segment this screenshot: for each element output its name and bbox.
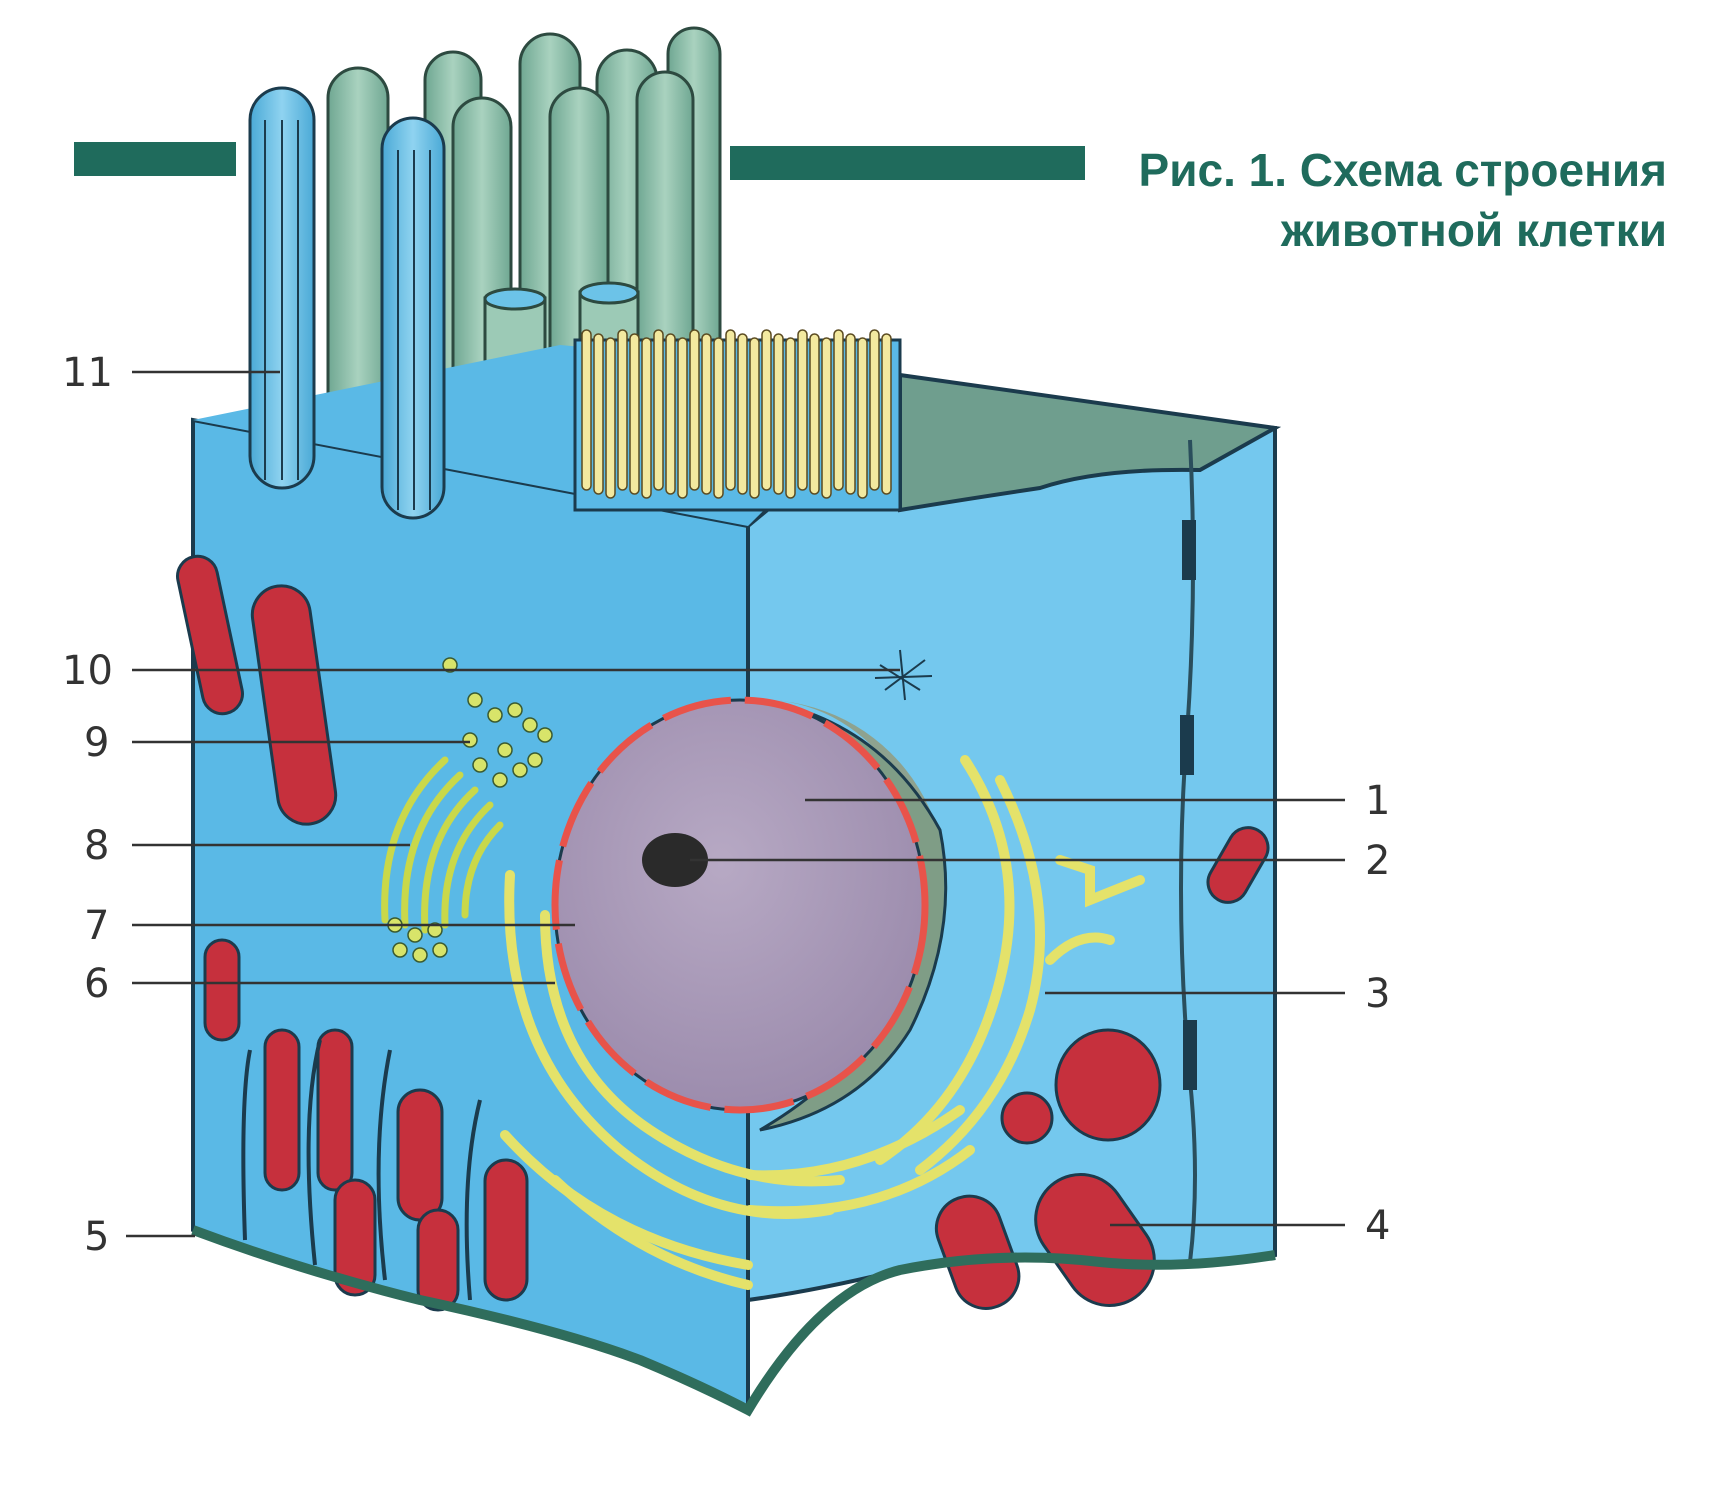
brush-border-villus bbox=[845, 333, 856, 495]
caption-line-1: Рис. 1. Схема строения bbox=[1138, 144, 1667, 196]
brush-border-villus bbox=[593, 333, 604, 495]
brush-border-villus bbox=[809, 333, 820, 495]
brush-border bbox=[573, 329, 902, 512]
label-3: 3 bbox=[1365, 971, 1390, 1017]
brush-border-villus bbox=[701, 333, 712, 495]
brush-border-villus bbox=[785, 337, 796, 499]
brush-border-villus bbox=[605, 337, 616, 499]
brush-border-villus bbox=[833, 329, 844, 491]
brush-border-villus bbox=[857, 337, 868, 499]
brush-border-villus bbox=[629, 333, 640, 495]
brush-border-villus bbox=[653, 329, 664, 491]
desmosome-1 bbox=[1182, 520, 1196, 580]
brush-border-villus bbox=[689, 329, 700, 491]
vesicle bbox=[492, 772, 508, 788]
brush-border-villus bbox=[821, 337, 832, 499]
vesicle bbox=[467, 692, 483, 708]
vesicle bbox=[412, 947, 428, 963]
label-8: 8 bbox=[84, 823, 109, 869]
vesicle bbox=[442, 657, 458, 673]
label-2: 2 bbox=[1365, 838, 1390, 884]
rough-er bbox=[500, 755, 1145, 1290]
brush-border-villus bbox=[761, 329, 772, 491]
brush-border-villus bbox=[641, 337, 652, 499]
basement-membrane bbox=[191, 1225, 1276, 1417]
label-11: 11 bbox=[62, 350, 113, 396]
brush-border-villus bbox=[713, 337, 724, 499]
nucleus bbox=[551, 696, 948, 1132]
nuclear-envelope bbox=[551, 696, 929, 1114]
vesicle bbox=[497, 742, 513, 758]
brush-border-villus bbox=[881, 333, 892, 495]
cell-top-face bbox=[898, 372, 1282, 513]
label-10: 10 bbox=[62, 648, 113, 694]
golgi-apparatus bbox=[381, 756, 504, 934]
vesicle bbox=[507, 702, 523, 718]
caption-bar-right bbox=[730, 146, 1085, 180]
vesicle bbox=[427, 922, 443, 938]
microvilli-front bbox=[248, 86, 446, 520]
label-5: 5 bbox=[84, 1214, 109, 1260]
brush-border-villus bbox=[773, 333, 784, 495]
vesicle bbox=[537, 727, 553, 743]
vesicle bbox=[522, 717, 538, 733]
caption-line-2: животной клетки bbox=[1281, 204, 1667, 256]
brush-border-villus bbox=[749, 337, 760, 499]
vesicle bbox=[472, 757, 488, 773]
caption-bar-left bbox=[74, 142, 236, 176]
brush-border-villus bbox=[581, 329, 592, 491]
label-7: 7 bbox=[84, 903, 109, 949]
label-4: 4 bbox=[1365, 1203, 1390, 1249]
label-9: 9 bbox=[84, 720, 109, 766]
cell-junction-line bbox=[1179, 439, 1197, 1263]
leader-lines bbox=[126, 370, 1345, 1238]
figure-caption: Рис. 1. Схема строения животной клетки bbox=[947, 140, 1667, 260]
label-6: 6 bbox=[84, 961, 109, 1007]
brush-border-villus bbox=[869, 329, 880, 491]
brush-border-villus bbox=[737, 333, 748, 495]
mitochondria bbox=[176, 554, 1270, 1312]
vesicle bbox=[462, 732, 478, 748]
brush-border-villus bbox=[665, 333, 676, 495]
brush-border-villus bbox=[617, 329, 628, 491]
vesicle bbox=[407, 927, 423, 943]
brush-border-villus bbox=[677, 337, 688, 499]
vesicle bbox=[432, 942, 448, 958]
nucleolus bbox=[642, 833, 708, 887]
golgi-vesicles bbox=[387, 657, 553, 963]
vesicle bbox=[392, 942, 408, 958]
vesicle bbox=[512, 762, 528, 778]
brush-border-villus bbox=[725, 329, 736, 491]
vesicle bbox=[487, 707, 503, 723]
lateral-membranes bbox=[241, 1039, 482, 1301]
vesicle bbox=[527, 752, 543, 768]
desmosome-3 bbox=[1183, 1020, 1197, 1090]
label-1: 1 bbox=[1365, 778, 1390, 824]
brush-border-villus bbox=[797, 329, 808, 491]
desmosome-2 bbox=[1180, 715, 1194, 775]
